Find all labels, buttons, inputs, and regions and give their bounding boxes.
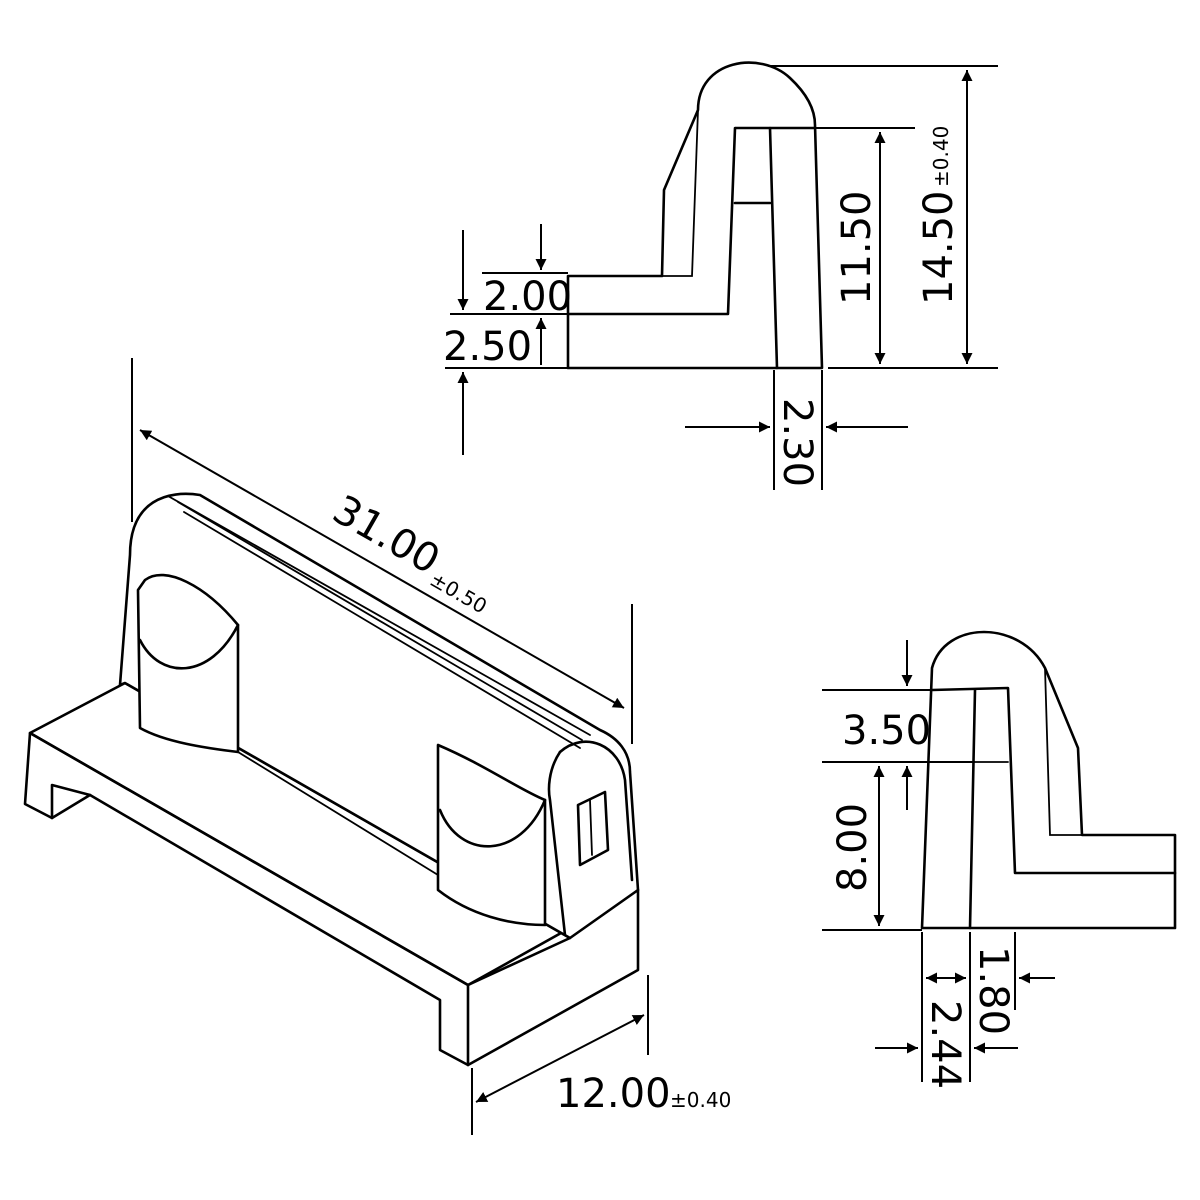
middle-panel-line: [237, 751, 439, 876]
end-cap-curve: [558, 740, 634, 882]
inner-height-value: 11.50: [834, 190, 880, 305]
end-slot-inner: [589, 799, 593, 856]
end-slot: [576, 790, 610, 867]
side-view-top: 14.50 ±0.40 11.50 2.00 2.50 2.30: [443, 61, 998, 490]
depth-tolerance: ±0.40: [670, 1088, 731, 1112]
inner-height-value-bottom: 8.00: [830, 803, 876, 892]
bottom-profile-bevel: [1044, 667, 1083, 836]
top-profile-bevel: [661, 109, 699, 277]
end-cap-edge: [547, 750, 567, 937]
step-upper-value: 2.00: [483, 274, 572, 320]
base-left-leg: [50, 783, 92, 820]
wall-thickness-value: 2.30: [774, 398, 820, 487]
bottom-profile-inner: [930, 686, 1177, 875]
length-tolerance: ±0.50: [426, 567, 491, 618]
bottom-profile-wall: [968, 688, 977, 930]
outer-width-value: 2.44: [922, 1000, 968, 1089]
side-view-bottom: 3.50 8.00 1.80 2.44: [822, 630, 1177, 1089]
depth-dimension-line: [475, 1014, 645, 1103]
base-front-face: [23, 731, 470, 1067]
top-profile-wall: [768, 126, 779, 370]
bottom-profile-outline: [920, 630, 1177, 930]
depth-value: 12.00: [556, 1071, 671, 1117]
height-total-value: 14.50: [916, 190, 962, 305]
height-total-label: 14.50 ±0.40: [916, 126, 962, 305]
step-lower-value: 2.50: [443, 324, 532, 370]
inner-width-value: 1.80: [970, 946, 1016, 1035]
isometric-view: 31.00 ±0.50 12.00 ±0.40: [23, 358, 731, 1135]
length-value: 31.00: [325, 487, 447, 584]
top-profile-inner: [566, 126, 817, 316]
right-lobe-curve: [438, 798, 547, 848]
top-gap-value: 3.50: [842, 708, 931, 754]
right-lobe: [436, 743, 547, 927]
length-dimension-line: [139, 429, 625, 709]
height-total-tolerance: ±0.40: [929, 126, 953, 187]
